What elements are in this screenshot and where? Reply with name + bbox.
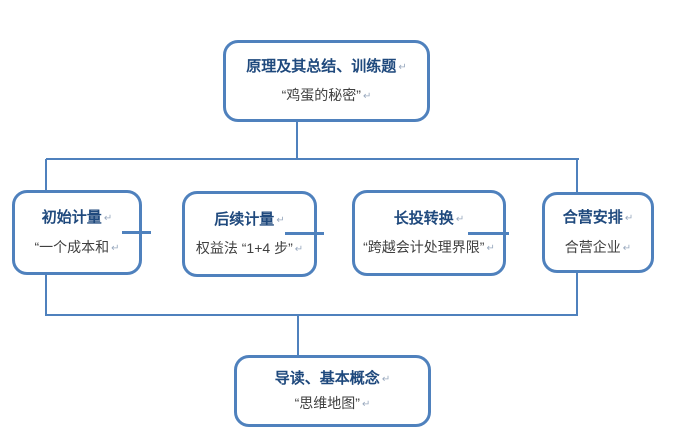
node-title-text: 后续计量	[214, 210, 275, 228]
node-subtitle-text: “思维地图”	[294, 395, 360, 412]
connector-stub	[122, 231, 151, 234]
return-mark: ↵	[362, 91, 372, 103]
node-title-text: 导读、基本概念	[274, 369, 380, 387]
node-subtitle: “一个成本和↵	[34, 238, 120, 255]
node-subtitle-text: “一个成本和	[34, 238, 110, 255]
connector-line	[45, 159, 47, 191]
node-subtitle-text: 权益法 “1+4 步”	[195, 240, 293, 257]
connector-line	[46, 314, 578, 316]
node-lti-conversion: 长投转换↵ “跨越会计处理界限”↵	[352, 190, 506, 276]
connector-line	[576, 159, 578, 193]
connector-line	[296, 122, 298, 160]
node-principle-summary: 原理及其总结、训练题↵ “鸡蛋的秘密”↵	[223, 40, 430, 122]
return-mark: ↵	[294, 244, 304, 256]
return-mark: ↵	[381, 373, 391, 385]
return-mark: ↵	[276, 214, 285, 226]
node-joint-arrangement: 合营安排↵ 合营企业↵	[542, 192, 654, 273]
node-title: 导读、基本概念↵	[274, 369, 391, 388]
node-title-text: 初始计量	[41, 209, 102, 227]
return-mark: ↵	[624, 213, 634, 225]
node-title: 原理及其总结、训练题↵	[246, 57, 407, 76]
return-mark: ↵	[398, 61, 407, 73]
node-subsequent-measurement: 后续计量↵ 权益法 “1+4 步”↵	[182, 191, 317, 277]
connector-stub	[468, 232, 509, 235]
node-subtitle: “鸡蛋的秘密”↵	[281, 87, 372, 104]
node-title: 后续计量↵	[214, 210, 285, 229]
node-subtitle: “思维地图”↵	[294, 395, 371, 412]
return-mark: ↵	[622, 242, 632, 254]
node-subtitle: “跨越会计处理界限”↵	[363, 239, 495, 256]
return-mark: ↵	[111, 242, 120, 254]
return-mark: ↵	[486, 243, 495, 255]
node-title: 初始计量↵	[41, 209, 113, 227]
connector-line	[297, 316, 299, 356]
node-title: 合营安排↵	[562, 209, 634, 227]
return-mark: ↵	[103, 213, 113, 225]
node-subtitle: 合营企业↵	[564, 238, 632, 255]
node-subtitle-text: “跨越会计处理界限”	[363, 239, 485, 256]
node-title-text: 长投转换	[393, 209, 454, 227]
connector-line	[46, 158, 579, 160]
connector-line	[576, 272, 578, 316]
connector-line	[45, 275, 47, 316]
return-mark: ↵	[361, 399, 371, 411]
return-mark: ↵	[455, 213, 465, 225]
node-initial-measurement: 初始计量↵ “一个成本和↵	[12, 190, 142, 275]
node-intro-basic-concepts: 导读、基本概念↵ “思维地图”↵	[234, 355, 431, 427]
node-title: 长投转换↵	[393, 209, 465, 228]
node-subtitle-text: “鸡蛋的秘密”	[281, 87, 361, 104]
node-title-text: 原理及其总结、训练题	[246, 57, 397, 75]
connector-stub	[285, 232, 324, 235]
node-subtitle: 权益法 “1+4 步”↵	[195, 240, 304, 257]
node-title-text: 合营安排	[562, 209, 623, 227]
node-subtitle-text: 合营企业	[564, 238, 621, 255]
